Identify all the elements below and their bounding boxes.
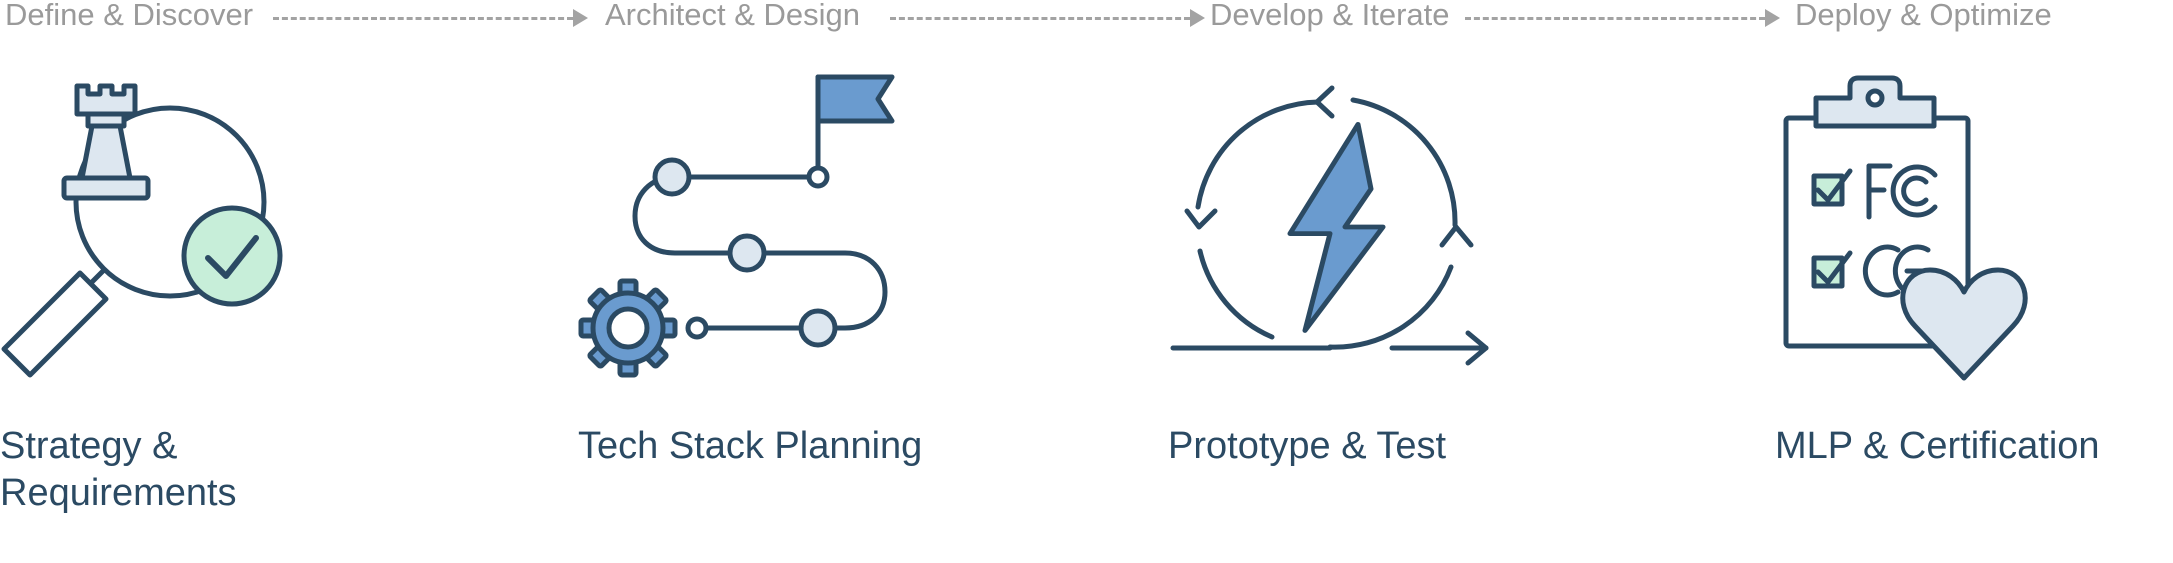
phase-arrow-head-2 [1190,9,1205,27]
phase-arrow-head-3 [1765,9,1780,27]
clipboard-fcc-ce-heart-icon [1783,75,2028,381]
phase-arrow-head-1 [573,9,588,27]
roadmap-flag-gear-icon [578,74,895,378]
step-label-tech-stack: Tech Stack Planning [578,425,923,467]
lightning-cycle-icon [1170,85,1489,366]
phase-deploy-optimize: Deploy & Optimize [1795,0,2052,32]
phase-define-discover: Define & Discover [5,0,254,32]
step-label-prototype: Prototype & Test [1168,425,1447,467]
phase-architect-design: Architect & Design [605,0,860,32]
phase-arrow-3 [1465,17,1765,20]
chess-rook-magnifier-check-icon [1,83,283,378]
step-label-mlp-certification: MLP & Certification [1775,425,2100,467]
step-label-strategy: Strategy & Requirements [0,425,237,514]
phase-arrow-1 [273,17,573,20]
phase-develop-iterate: Develop & Iterate [1210,0,1450,32]
phase-arrow-2 [890,17,1190,20]
